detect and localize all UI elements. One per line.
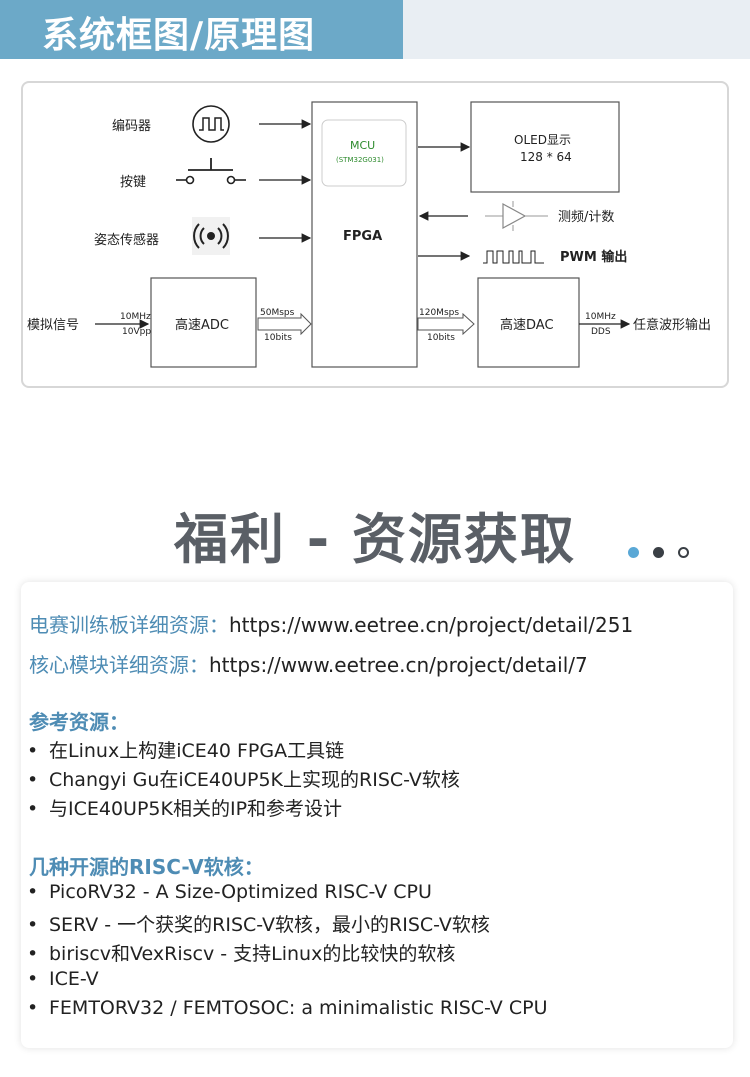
system-diagram-card: 编码器 按键 姿态传感器 模拟信号 (21, 81, 729, 388)
analog-input-amplitude: 10Vpp (122, 327, 151, 337)
encoder-icon (192, 105, 230, 143)
resources-card: 电赛训练板详细资源：https://www.eetree.cn/project/… (21, 582, 733, 1048)
riscv-item[interactable]: ICE-V (49, 968, 99, 990)
riscv-item[interactable]: FEMTORV32 / FEMTOSOC: a minimalistic RIS… (49, 997, 548, 1019)
carousel-dot-1[interactable] (628, 547, 639, 558)
carousel-dot-3[interactable] (678, 547, 689, 558)
list-item[interactable]: •与ICE40UP5K相关的IP和参考设计 (27, 798, 343, 820)
list-item[interactable]: •在Linux上构建iCE40 FPGA工具链 (27, 740, 345, 762)
analog-input-freq: 10MHz (120, 312, 151, 322)
list-item[interactable]: •biriscv和VexRiscv - 支持Linux的比较快的软核 (27, 943, 456, 965)
page-title: 系统框图/原理图 (42, 15, 316, 56)
list-item[interactable]: •PicoRV32 - A Size-Optimized RISC-V CPU (27, 881, 432, 903)
riscv-item[interactable]: biriscv和VexRiscv - 支持Linux的比较快的软核 (49, 943, 456, 965)
fpga-to-dac-arrow (417, 312, 475, 336)
oled-block (470, 101, 620, 193)
adc-block (150, 277, 257, 368)
mcu-label: MCU (350, 139, 375, 152)
resource-link-row[interactable]: 核心模块详细资源：https://www.eetree.cn/project/d… (29, 649, 588, 678)
list-item[interactable]: •SERV - 一个获奖的RISC-V软核，最小的RISC-V软核 (27, 914, 490, 936)
system-block-diagram: 编码器 按键 姿态传感器 模拟信号 (27, 101, 711, 368)
oled-resolution: 128 * 64 (520, 150, 572, 164)
output-freq: 10MHz (585, 312, 616, 322)
adc-rate: 50Msps (260, 308, 295, 318)
pwm-wave-icon (483, 250, 544, 264)
header-tab: 系统框图/原理图 (0, 0, 403, 59)
dac-block (477, 277, 580, 368)
dac-rate: 120Msps (419, 308, 459, 318)
list-item[interactable]: •Changyi Gu在iCE40UP5K上实现的RISC-V软核 (27, 769, 460, 791)
reference-title: 参考资源： (29, 710, 129, 734)
freq-counter-label: 测频/计数 (558, 210, 614, 225)
fpga-label: FPGA (343, 229, 382, 244)
resource-link-label: 核心模块详细资源： (29, 653, 209, 677)
push-button-icon (176, 158, 246, 185)
button-label: 按键 (120, 175, 146, 190)
encoder-label: 编码器 (112, 119, 151, 134)
output-dds: DDS (591, 327, 611, 337)
sensor-label: 姿态传感器 (94, 232, 159, 248)
list-item[interactable]: •ICE-V (27, 968, 99, 990)
resource-link-url[interactable]: https://www.eetree.cn/project/detail/7 (209, 653, 588, 677)
resource-link-url[interactable]: https://www.eetree.cn/project/detail/251 (229, 613, 634, 637)
reference-item[interactable]: Changyi Gu在iCE40UP5K上实现的RISC-V软核 (49, 769, 460, 791)
comparator-icon (485, 201, 548, 231)
reference-item[interactable]: 在Linux上构建iCE40 FPGA工具链 (49, 740, 345, 762)
riscv-item[interactable]: PicoRV32 - A Size-Optimized RISC-V CPU (49, 881, 432, 903)
oled-label: OLED显示 (514, 133, 571, 147)
resource-link-row[interactable]: 电赛训练板详细资源：https://www.eetree.cn/project/… (29, 609, 633, 638)
mcu-block (321, 119, 407, 187)
riscv-title: 几种开源的RISC-V软核： (29, 855, 264, 879)
pwm-label: PWM 输出 (560, 249, 627, 265)
list-item[interactable]: •FEMTORV32 / FEMTOSOC: a minimalistic RI… (27, 997, 548, 1019)
dac-bits: 10bits (427, 333, 455, 343)
carousel-dot-2[interactable] (653, 547, 664, 558)
benefits-title: 福利 - 资源获取 (173, 508, 576, 571)
resource-link-label: 电赛训练板详细资源： (29, 613, 229, 637)
adc-bits: 10bits (264, 333, 292, 343)
mcu-part: (STM32G031) (336, 156, 384, 164)
adc-to-fpga-arrow (257, 312, 312, 336)
dac-label: 高速DAC (500, 317, 554, 333)
sensor-icon (192, 217, 230, 255)
output-label: 任意波形输出 (633, 317, 711, 333)
riscv-item[interactable]: SERV - 一个获奖的RISC-V软核，最小的RISC-V软核 (49, 914, 490, 936)
adc-label: 高速ADC (175, 317, 229, 333)
analog-input-label: 模拟信号 (27, 318, 79, 333)
reference-item[interactable]: 与ICE40UP5K相关的IP和参考设计 (49, 798, 343, 820)
